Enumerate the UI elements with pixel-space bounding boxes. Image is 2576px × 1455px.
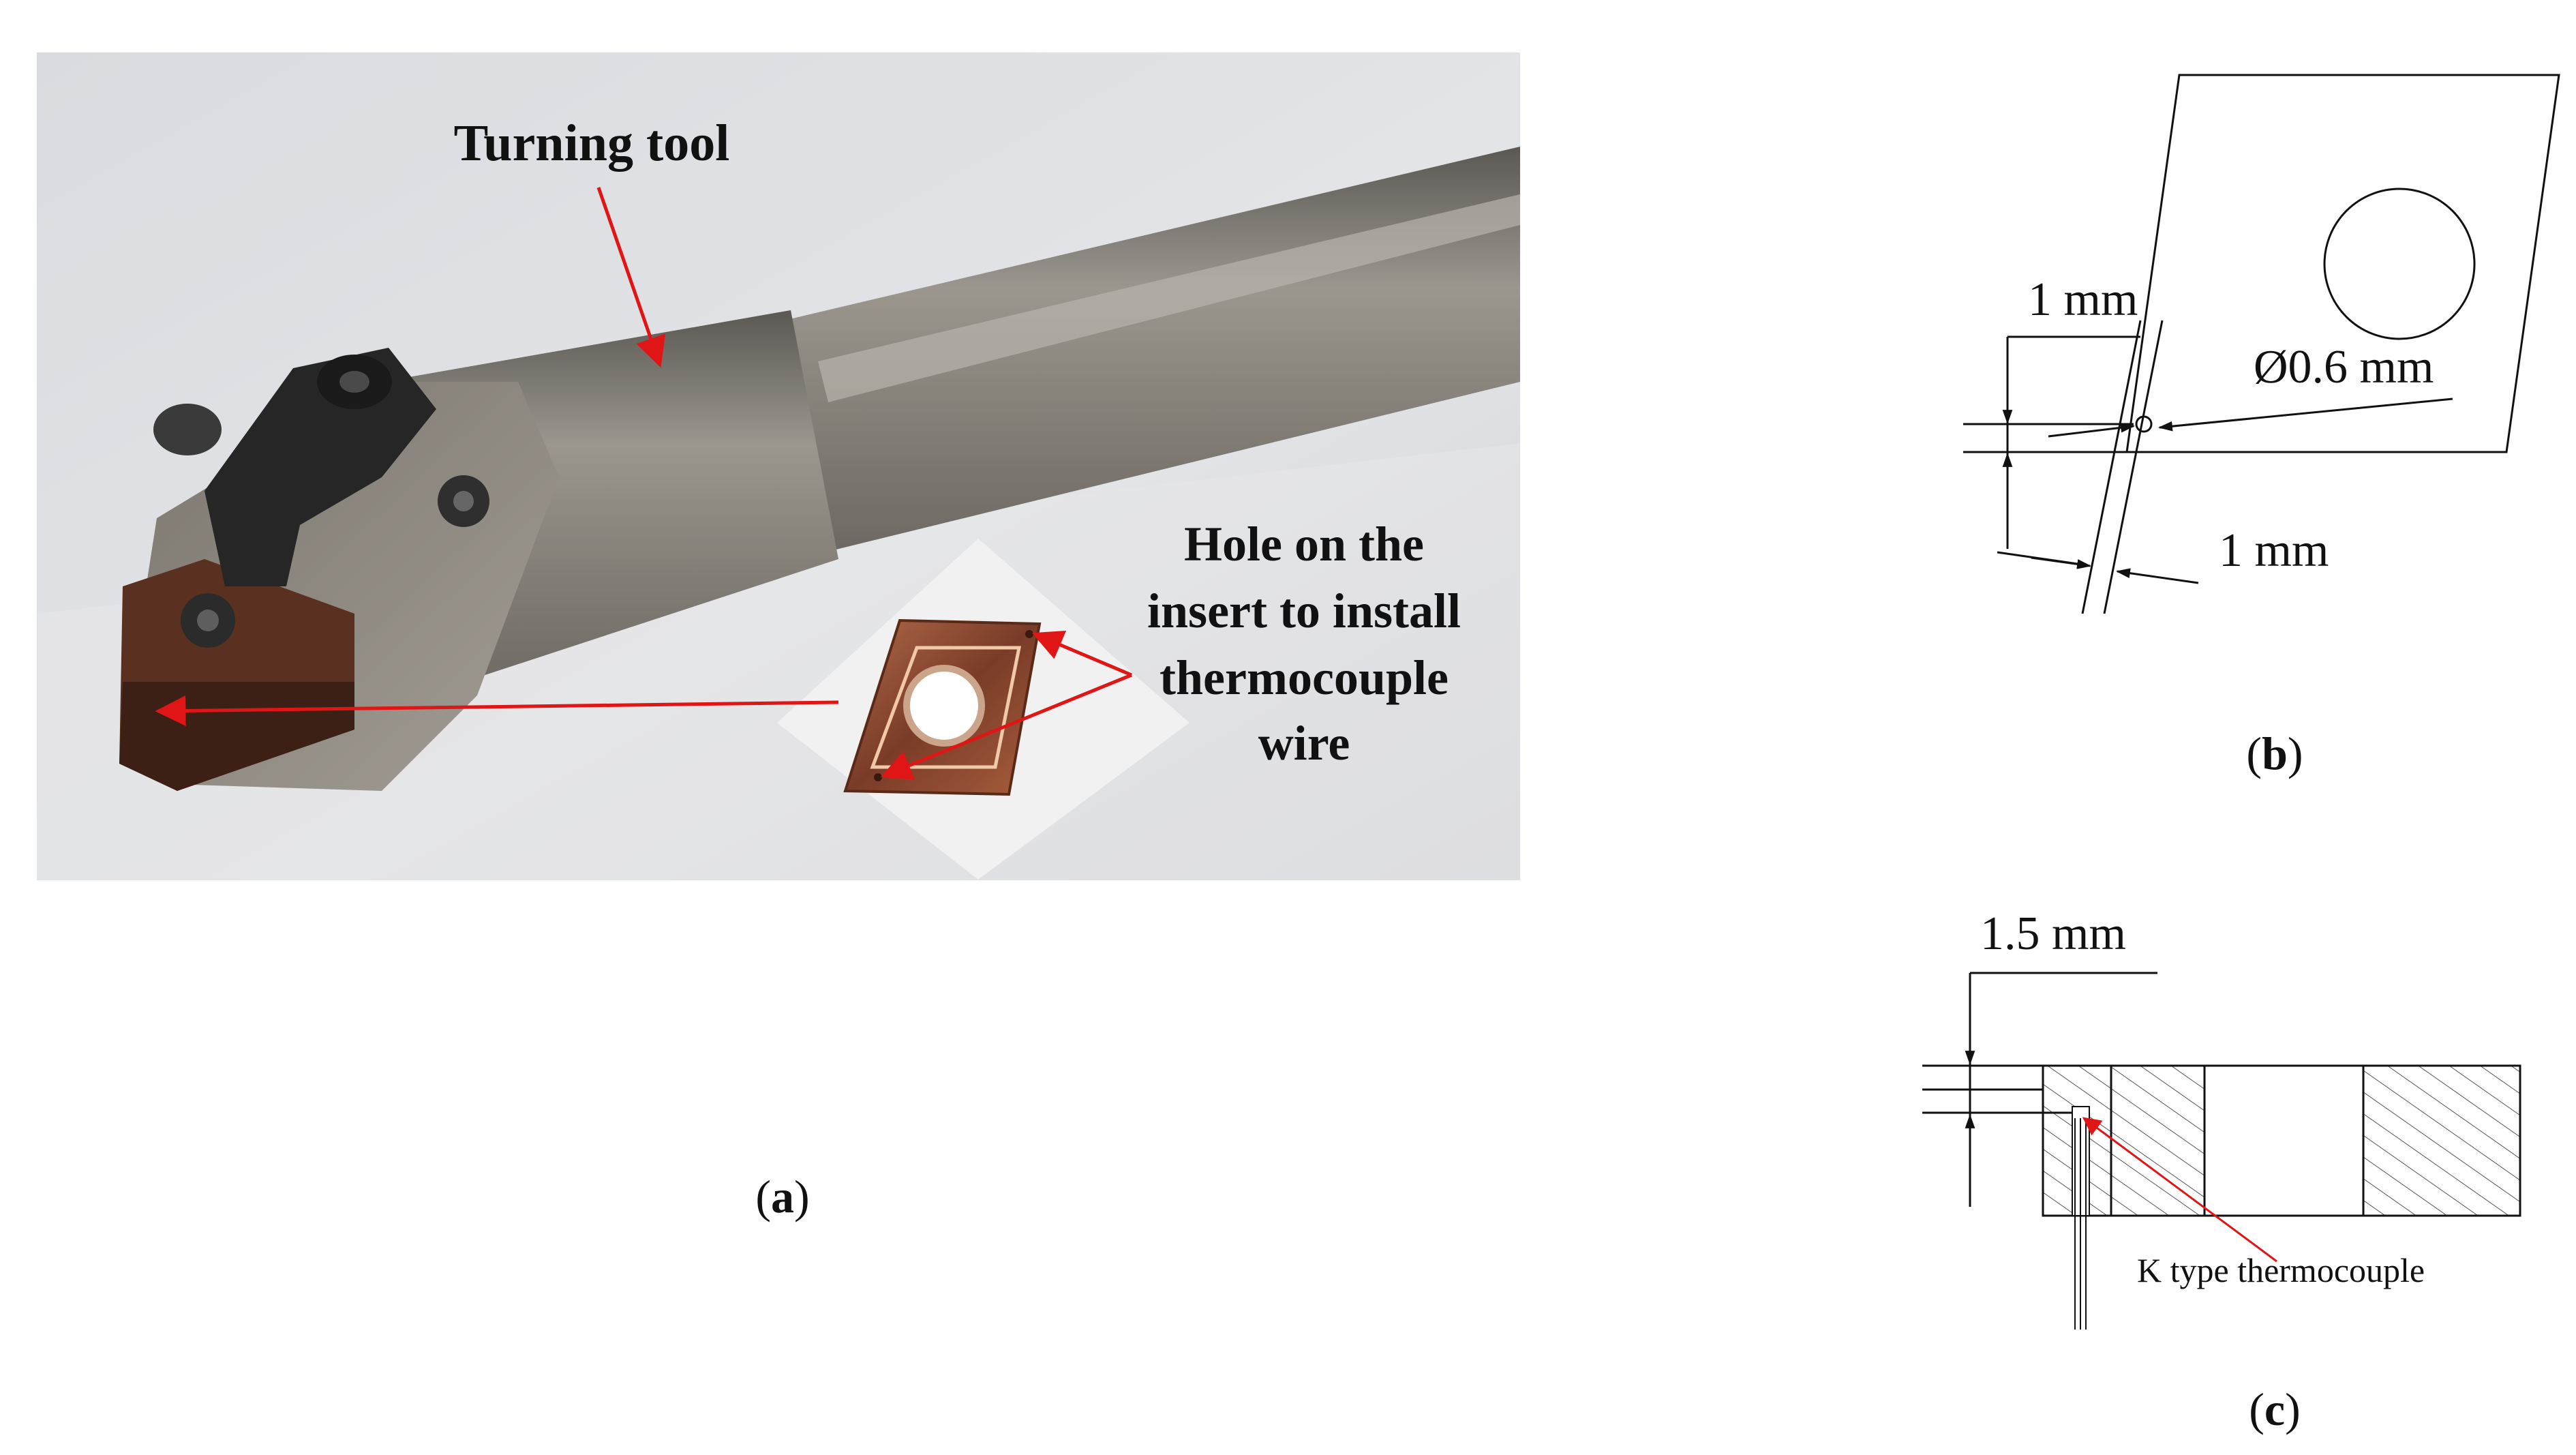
screw-front-socket bbox=[197, 610, 219, 631]
panel-b bbox=[1963, 74, 2560, 614]
panel-c-label-close: ) bbox=[2285, 1383, 2301, 1435]
clamp bbox=[204, 348, 436, 586]
dim-hole-label: Ø0.6 mm bbox=[2254, 341, 2434, 393]
callout-hole-line-4: wire bbox=[1258, 716, 1350, 770]
thermocouple-label: K type thermocouple bbox=[2137, 1251, 2425, 1289]
slant-line-1 bbox=[2081, 320, 2142, 614]
arrow-insert-to-seat bbox=[155, 695, 839, 726]
panel-a-label-close: ) bbox=[794, 1171, 810, 1222]
callout-hole-line-3: thermocouple bbox=[1160, 650, 1449, 705]
hole-leader-left bbox=[2048, 422, 2136, 438]
dim-bottom-label: 1 mm bbox=[2219, 524, 2329, 577]
arrow-turning-tool bbox=[596, 187, 666, 368]
panel-c-label-open: ( bbox=[2249, 1383, 2264, 1435]
panel-b-label: (b) bbox=[2246, 728, 2303, 779]
dim-top-label: 1 mm bbox=[2028, 273, 2138, 326]
panel-a-label-open: ( bbox=[755, 1171, 771, 1222]
panel-c-label: (c) bbox=[2249, 1383, 2301, 1435]
panel-b-label-letter: b bbox=[2262, 728, 2288, 779]
thermocouple-red-leader bbox=[2082, 1117, 2277, 1263]
hatch-left-b bbox=[2110, 1064, 2206, 1217]
insert-chipbreaker bbox=[870, 646, 1022, 769]
shank-flat-highlight bbox=[818, 194, 1520, 402]
photo-tabletop bbox=[37, 443, 1520, 880]
panel-a: Turning tool Hole on the insert to insta… bbox=[37, 52, 1520, 1222]
slant-line-2 bbox=[2103, 320, 2164, 614]
panel-b-label-close: ) bbox=[2288, 728, 2303, 779]
panel-b-text: 1 mm Ø0.6 mm 1 mm (b) bbox=[2028, 273, 2434, 779]
callout-hole-line-1: Hole on the bbox=[1184, 517, 1424, 571]
dim-depth-label: 1.5 mm bbox=[1980, 907, 2126, 960]
insert-outline bbox=[2125, 74, 2560, 453]
screw-side-socket bbox=[453, 491, 474, 511]
clamp-screw-socket bbox=[339, 371, 369, 393]
dim-bottom-arrow-left bbox=[2031, 556, 2092, 569]
panel-b-label-open: ( bbox=[2246, 728, 2262, 779]
insert-center-hole bbox=[903, 665, 985, 747]
insert-thermocouple-hole-1 bbox=[1025, 630, 1033, 638]
clamp-pin bbox=[153, 404, 222, 455]
panel-a-label-letter: a bbox=[771, 1171, 794, 1222]
dim-bottom-arrow-right bbox=[2115, 568, 2199, 584]
panel-c-label-letter: c bbox=[2264, 1383, 2285, 1435]
hole-leader bbox=[2157, 397, 2453, 432]
insert-center-circle bbox=[2323, 188, 2476, 340]
insert-thermocouple-hole-2 bbox=[874, 773, 882, 781]
panel-a-label: (a) bbox=[755, 1171, 809, 1222]
arrow-hole-2 bbox=[880, 673, 1132, 780]
hatch-right bbox=[2362, 1064, 2521, 1217]
callout-hole-line-2: insert to install bbox=[1147, 584, 1461, 638]
panel-c-text: 1.5 mm K type thermocouple (c) bbox=[1980, 907, 2425, 1435]
callout-turning-tool: Turning tool bbox=[454, 115, 730, 172]
arrow-hole-1 bbox=[1031, 631, 1132, 677]
